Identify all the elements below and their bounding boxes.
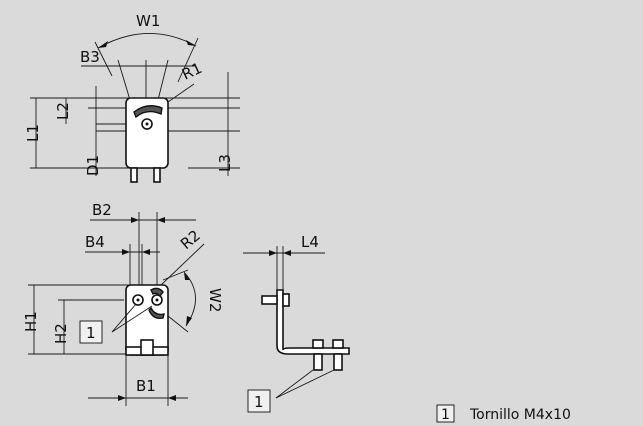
label-b4: B4 [85,233,105,251]
callout-side: 1 [254,393,264,411]
callout-front: 1 [86,324,96,342]
legend: 1 Tornillo M4x10 [436,404,571,423]
label-d1: D1 [84,155,102,176]
side-view: L4 1 [243,233,350,413]
label-r2: R2 [177,226,204,253]
screw [153,167,161,183]
label-l2: L2 [54,102,72,120]
label-w2: W2 [206,288,224,312]
screw-head [332,339,344,349]
screw [140,339,154,356]
legend-text: Tornillo M4x10 [469,407,571,423]
side-bracket [276,289,350,355]
screw-shank [333,353,343,371]
label-b3: B3 [80,48,100,66]
screw [130,167,138,183]
slot-upper [150,287,164,298]
label-l3: L3 [216,154,234,172]
label-b2: B2 [92,201,112,219]
label-b1: B1 [136,377,156,395]
top-view: W1 B3 R1 L1 L2 D1 L3 [24,12,240,183]
label-h1: H1 [22,311,40,332]
label-h2: H2 [52,323,70,344]
slot-arc [133,105,163,119]
legend-box [436,404,455,423]
callout-box-side [247,389,271,413]
screw-shank [313,353,323,371]
label-l4: L4 [301,233,319,251]
label-w1: W1 [136,12,160,30]
callout-box-front [79,320,103,344]
slot-lower [148,306,165,320]
front-view: B2 B4 R2 W2 H1 H2 [22,201,224,406]
label-r1: R1 [179,59,205,84]
label-l1: L1 [24,124,42,142]
legend-number: 1 [441,407,450,423]
screw-horizontal [261,295,278,305]
screw-head [312,339,324,349]
nut [282,293,290,307]
